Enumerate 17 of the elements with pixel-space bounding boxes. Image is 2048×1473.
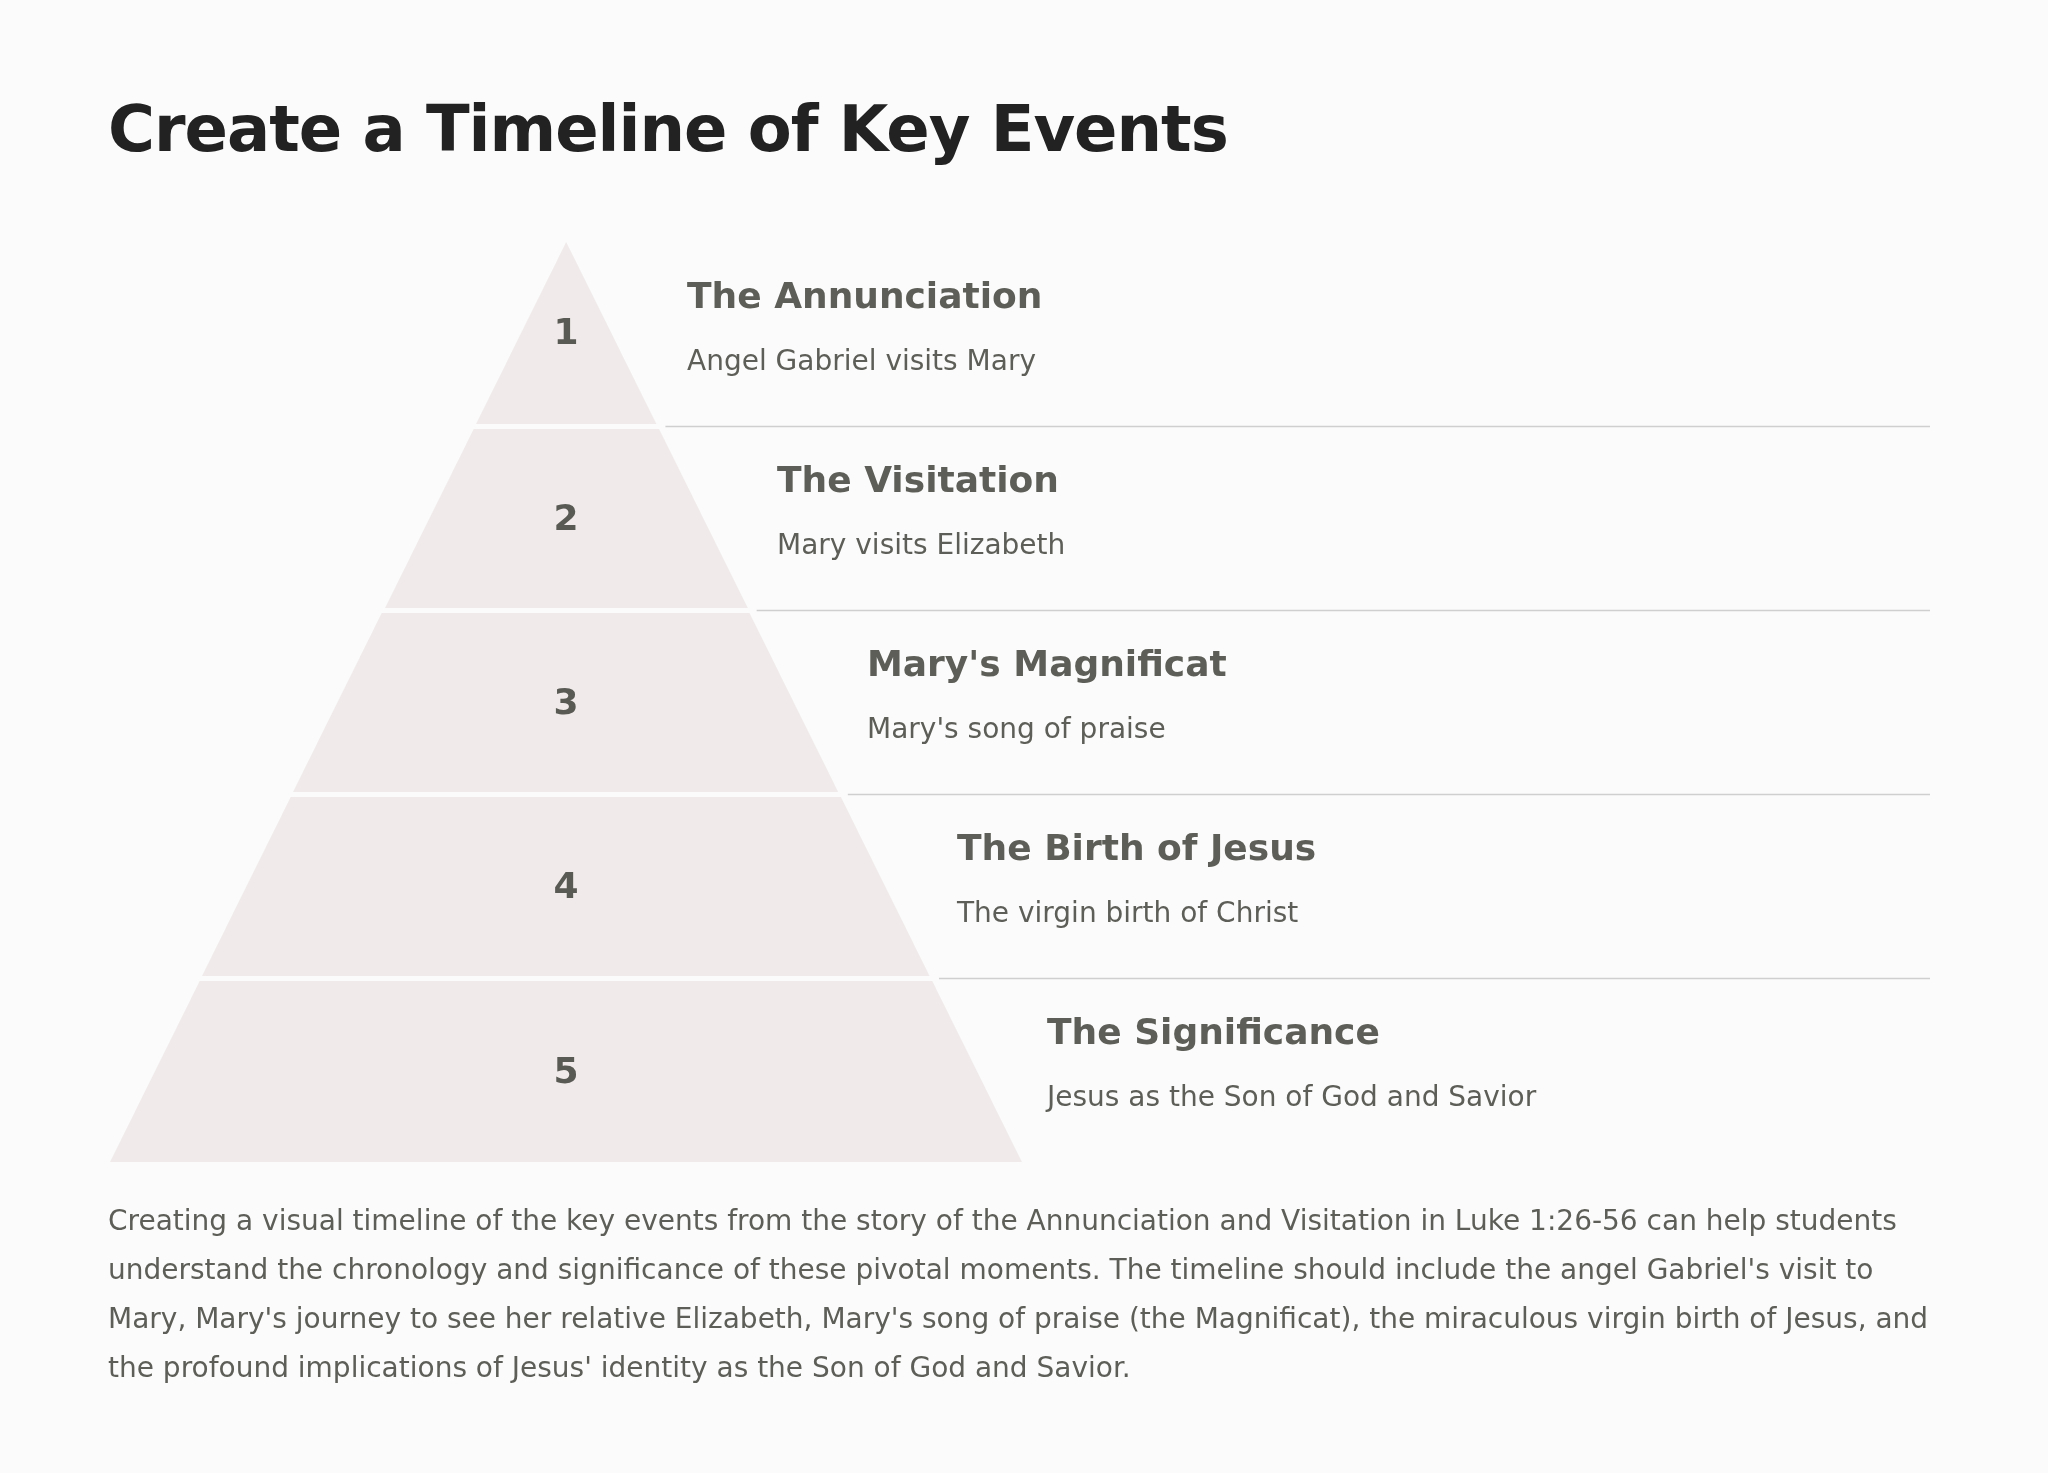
title: Create a Timeline of Key Events — [108, 92, 1228, 166]
event-description: Angel Gabriel visits Mary — [687, 344, 1036, 377]
event-title: The Annunciation — [687, 275, 1043, 316]
event-description: The virgin birth of Christ — [957, 896, 1299, 929]
caption-paragraph: Creating a visual timeline of the key events from the story of the Annunciation and Visitation in Luke 1:26-56 can help students understand the chronology and significance of these pivotal moments. The timeline should include the angel Gabriel's visit to Mary, Mary's journey to see her relative Elizabeth, Mary's song of praise (the Magnificat), the miraculous virgin birth of Jesus, and the profound implications of Jesus' identity as the Son of God and Savior. — [108, 1203, 1930, 1386]
event-title: The Visitation — [777, 459, 1059, 500]
tier-number: 1 — [552, 311, 580, 352]
tier-number: 4 — [552, 864, 580, 906]
event-title: The Significance — [1047, 1011, 1380, 1052]
tier-number: 3 — [552, 680, 580, 722]
tier-number: 5 — [552, 1049, 580, 1091]
event-description: Jesus as the Son of God and Savior — [1047, 1080, 1537, 1113]
tier-number: 2 — [552, 496, 580, 538]
event-description: Mary visits Elizabeth — [777, 528, 1066, 561]
event-title: Mary's Magnificat — [867, 643, 1227, 684]
event-title: The Birth of Jesus — [957, 827, 1317, 868]
event-description: Mary's song of praise — [867, 712, 1166, 745]
